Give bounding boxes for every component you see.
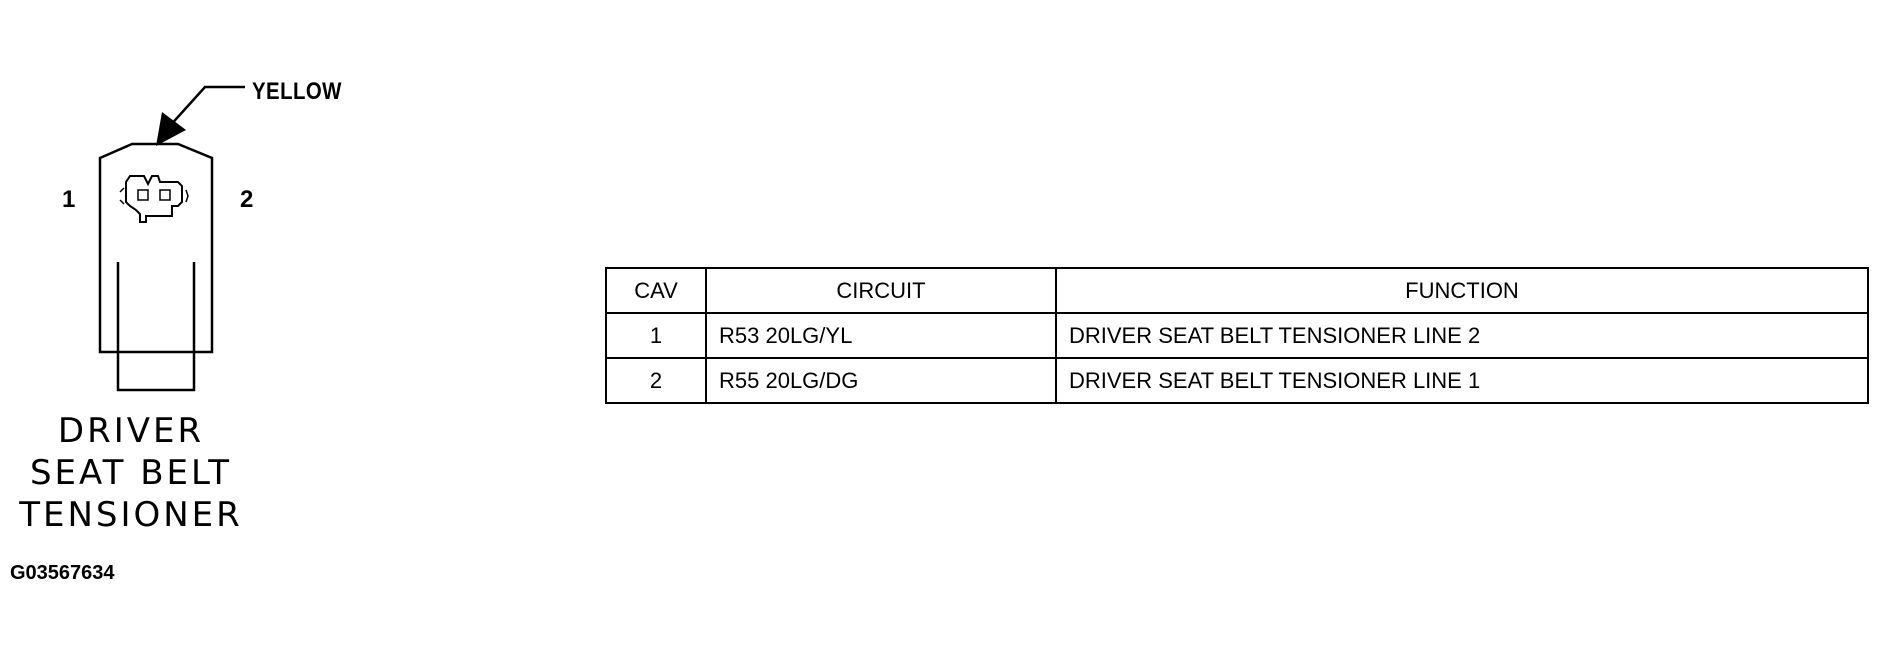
header-function: FUNCTION	[1055, 267, 1869, 314]
connector-name-line-1: DRIVER	[57, 411, 205, 451]
header-cav: CAV	[605, 267, 707, 314]
cell-cav: 1	[605, 312, 707, 359]
table-row: 1 R53 20LG/YL DRIVER SEAT BELT TENSIONER…	[605, 312, 1869, 359]
arrow-head-icon	[156, 112, 186, 146]
cell-function: DRIVER SEAT BELT TENSIONER LINE 1	[1055, 357, 1869, 404]
connector-name: DRIVER SEAT BELT TENSIONER	[0, 410, 262, 536]
connector-body	[98, 142, 214, 354]
wire-color-label: YELLOW	[252, 78, 342, 105]
cell-circuit: R53 20LG/YL	[705, 312, 1057, 359]
cell-cav: 2	[605, 357, 707, 404]
pinout-table: CAV CIRCUIT FUNCTION 1 R53 20LG/YL DRIVE…	[605, 267, 1869, 404]
connector-lower-shell	[116, 262, 196, 392]
header-circuit: CIRCUIT	[705, 267, 1057, 314]
table-row: 2 R55 20LG/DG DRIVER SEAT BELT TENSIONER…	[605, 357, 1869, 404]
table-header-row: CAV CIRCUIT FUNCTION	[605, 267, 1869, 314]
connector-name-line-2: SEAT BELT	[29, 453, 233, 493]
wire-color-leader	[167, 85, 245, 129]
connector-name-line-3: TENSIONER	[19, 495, 243, 535]
figure-id: G03567634	[10, 562, 115, 584]
terminal-1	[137, 189, 149, 201]
pin-label-right: 2	[240, 186, 254, 213]
cell-function: DRIVER SEAT BELT TENSIONER LINE 2	[1055, 312, 1869, 359]
terminal-2	[159, 189, 171, 201]
terminal-cavity	[125, 175, 183, 223]
cell-circuit: R55 20LG/DG	[705, 357, 1057, 404]
pin-label-left: 1	[62, 186, 76, 213]
connector-diagram	[98, 85, 245, 392]
